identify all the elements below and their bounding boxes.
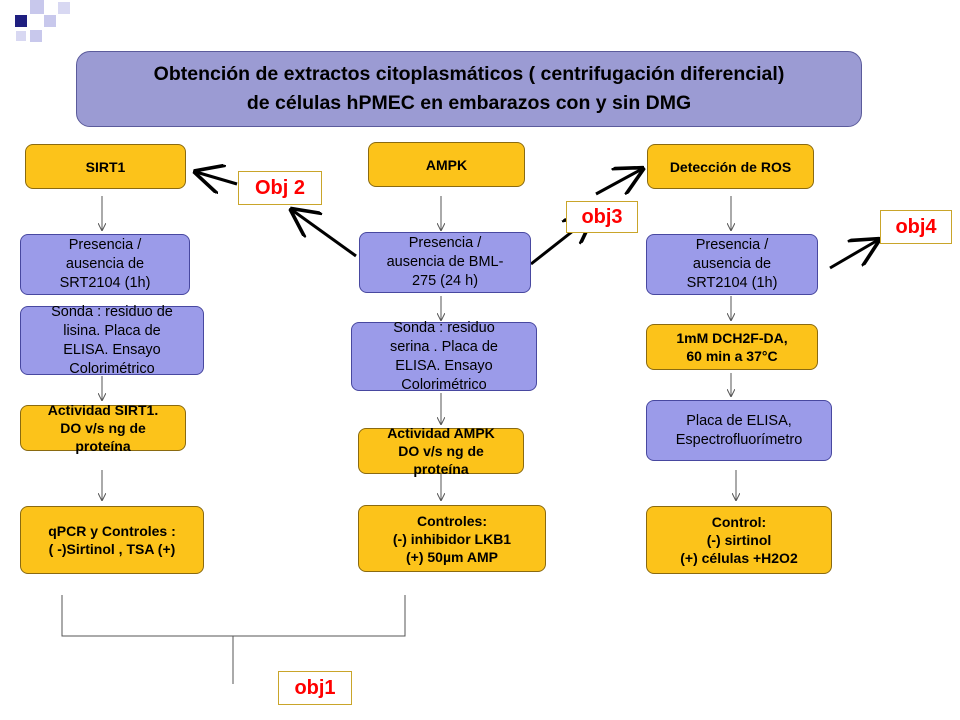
ros-header: Detección de ROS [647, 144, 814, 189]
objective-1-tag: obj1 [278, 671, 352, 705]
corner-square-lavender [16, 31, 26, 41]
corner-square-lavender [58, 2, 70, 14]
corner-square-lavender [30, 30, 42, 42]
ros-step-dch2f: 1mM DCH2F-DA, 60 min a 37°C [646, 324, 818, 370]
corner-square-navy [15, 15, 27, 27]
sirt1-step-qpcr: qPCR y Controles : ( -)Sirtinol , TSA (+… [20, 506, 204, 574]
sirt1-step-presence: Presencia / ausencia de SRT2104 (1h) [20, 234, 190, 295]
sirt1-header: SIRT1 [25, 144, 186, 189]
sirt1-step-activity: Actividad SIRT1. DO v/s ng de proteína [20, 402, 186, 454]
corner-square-lavender [30, 0, 44, 14]
sirt1-step-probe: Sonda : residuo de lisina. Placa de ELIS… [20, 304, 204, 377]
objective-3-tag: obj3 [566, 201, 638, 233]
arrow-to-obj2 [292, 210, 357, 258]
ampk-step-activity: Actividad AMPK DO v/s ng de proteína [358, 425, 524, 477]
arrow-to-obj4 [829, 240, 878, 270]
corner-square-lavender [44, 15, 56, 27]
ampk-step-presence: Presencia / ausencia de BML- 275 (24 h) [359, 232, 531, 293]
obj1-bracket [61, 595, 406, 637]
ros-step-presence: Presencia / ausencia de SRT2104 (1h) [646, 234, 818, 295]
ros-step-control: Control: (-) sirtinol (+) células +H2O2 [646, 506, 832, 574]
arrow-to-ros [595, 169, 642, 196]
ampk-step-controls: Controles: (-) inhibidor LKB1 (+) 50µm A… [358, 505, 546, 572]
objective-4-tag: obj4 [880, 210, 952, 244]
objective-2-tag: Obj 2 [238, 171, 322, 205]
ampk-step-probe: Sonda : residuo serina . Placa de ELISA.… [351, 320, 537, 393]
ampk-header: AMPK [368, 142, 525, 187]
arrow-to-sirt1 [196, 172, 238, 184]
ros-step-elisa: Placa de ELISA, Espectrofluorímetro [646, 400, 832, 461]
diagram-title: Obtención de extractos citoplasmáticos (… [76, 51, 862, 127]
